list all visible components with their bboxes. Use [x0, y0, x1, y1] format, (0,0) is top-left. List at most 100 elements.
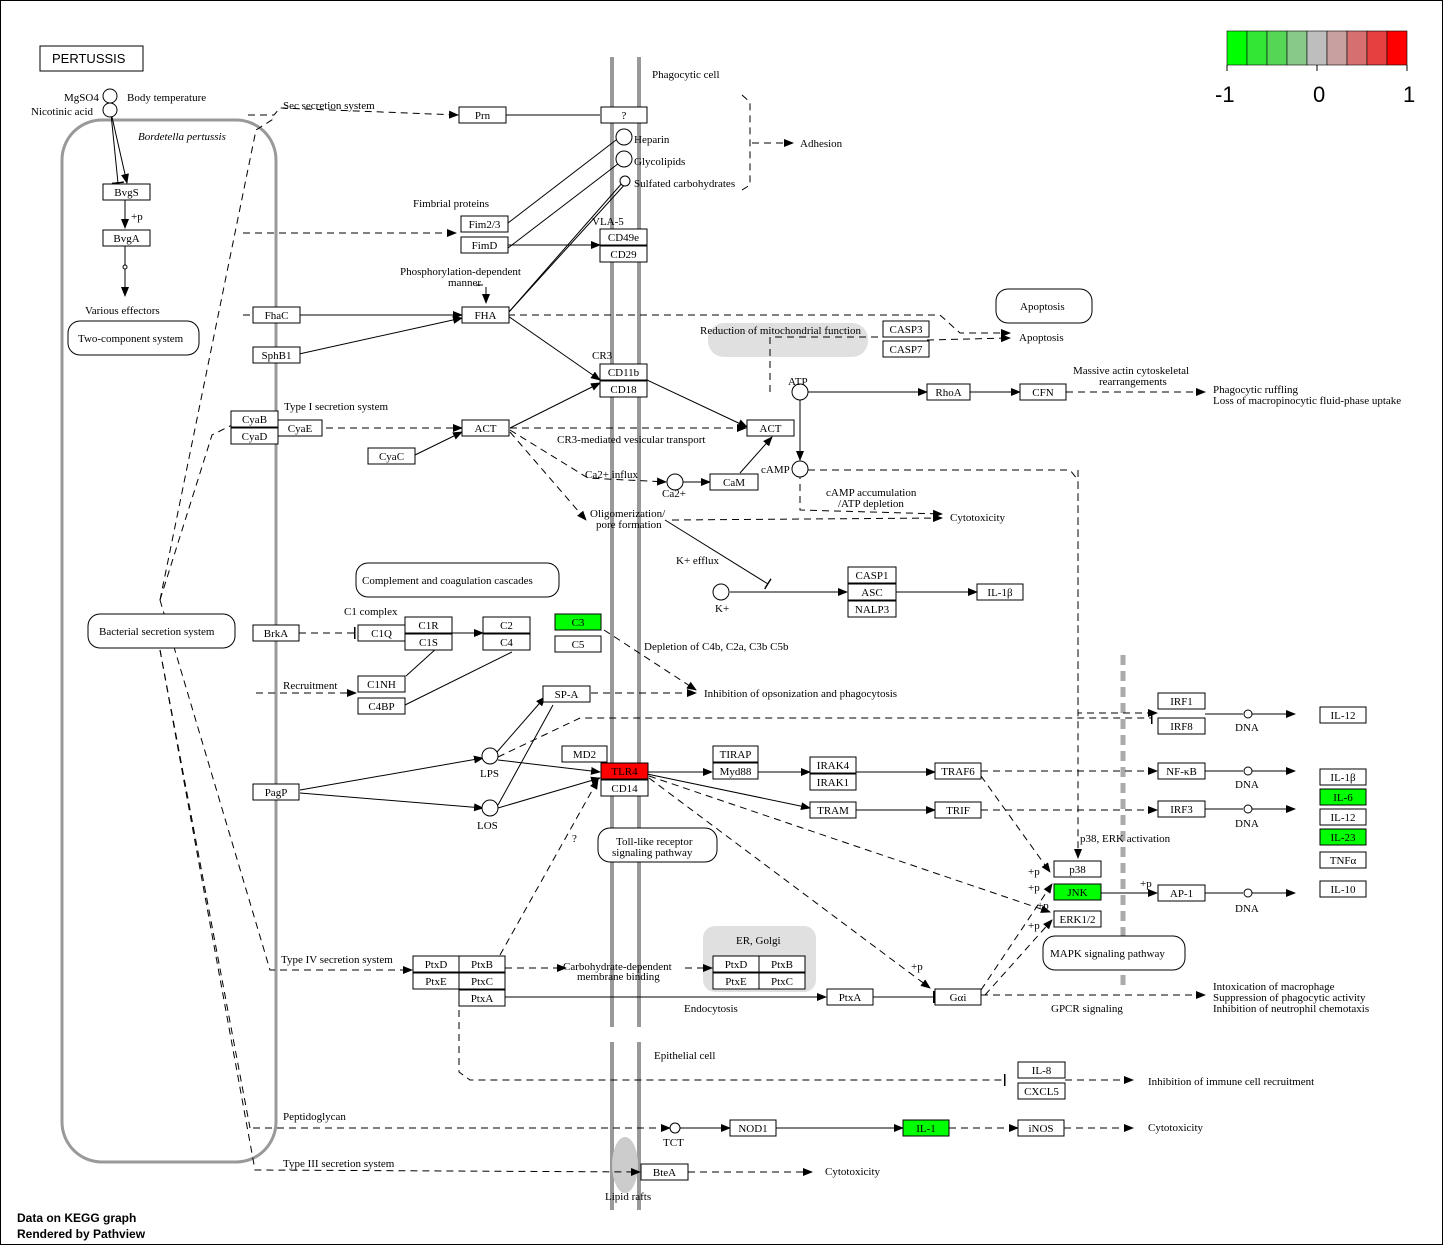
gene-box-q[interactable] — [600, 106, 648, 124]
gene-c1nh[interactable]: C1NH — [357, 675, 406, 693]
gene-label-ap1[interactable]: AP-1 — [1170, 888, 1193, 900]
link-tlr-text-2[interactable]: signaling pathway — [612, 847, 693, 859]
gene-ptxa1[interactable]: PtxA — [458, 989, 506, 1007]
gene-box-il1b1[interactable] — [976, 583, 1024, 601]
gene-label-cyab[interactable]: CyaB — [242, 414, 267, 426]
gene-box-il23[interactable] — [1319, 828, 1367, 846]
gene-fim23[interactable]: Fim2/3 — [460, 215, 509, 233]
gene-c1q[interactable]: C1Q — [357, 624, 406, 642]
gene-box-asc[interactable] — [847, 583, 897, 601]
gene-label-tnfa[interactable]: TNFα — [1330, 855, 1357, 867]
gene-box-c5[interactable] — [554, 635, 602, 653]
gene-p38[interactable]: p38 — [1053, 860, 1102, 878]
gene-label-c4[interactable]: C4 — [500, 637, 513, 649]
gene-box-spa[interactable] — [542, 685, 591, 703]
link-complement-text[interactable]: Complement and coagulation cascades — [362, 575, 533, 587]
gene-ptxb1[interactable]: PtxB — [458, 955, 506, 973]
link-mapk-text[interactable]: MAPK signaling pathway — [1050, 948, 1165, 960]
gene-label-casp3[interactable]: CASP3 — [889, 324, 923, 336]
gene-irf1[interactable]: IRF1 — [1157, 692, 1206, 710]
gene-label-c1r[interactable]: C1R — [418, 620, 439, 632]
gene-cxcl5[interactable]: CXCL5 — [1017, 1082, 1066, 1100]
gene-il12b[interactable]: IL-12 — [1319, 808, 1367, 826]
gene-label-inos[interactable]: iNOS — [1028, 1123, 1053, 1135]
gene-box-casp7[interactable] — [882, 340, 930, 358]
gene-label-c1nh[interactable]: C1NH — [367, 679, 396, 691]
gene-label-il12a[interactable]: IL-12 — [1330, 710, 1355, 722]
gene-tnfa[interactable]: TNFα — [1319, 851, 1367, 869]
gene-label-erk[interactable]: ERK1/2 — [1059, 914, 1095, 926]
gene-label-il1[interactable]: IL-1 — [916, 1123, 936, 1135]
gene-cam[interactable]: CaM — [709, 473, 759, 491]
gene-cyad[interactable]: CyaD — [230, 427, 279, 445]
link-complement[interactable] — [355, 562, 560, 598]
gene-brka[interactable]: BrkA — [252, 624, 300, 642]
gene-traf6[interactable]: TRAF6 — [934, 762, 982, 780]
link-two-component[interactable] — [67, 320, 200, 356]
link-bacterial-secretion-text[interactable]: Bacterial secretion system — [99, 626, 215, 638]
gene-ap1[interactable]: AP-1 — [1157, 884, 1206, 902]
gene-label-btea[interactable]: BteA — [653, 1167, 676, 1179]
link-bacterial-secretion[interactable] — [87, 613, 236, 649]
gene-nod1[interactable]: NOD1 — [729, 1119, 777, 1137]
gene-box-il10[interactable] — [1319, 880, 1367, 898]
gene-label-nfkb[interactable]: NF-κB — [1166, 766, 1197, 778]
gene-label-casp1[interactable]: CASP1 — [855, 570, 888, 582]
gene-box-cd14[interactable] — [600, 779, 649, 797]
gene-label-p38[interactable]: p38 — [1069, 864, 1086, 876]
gene-label-irf8[interactable]: IRF8 — [1170, 721, 1193, 733]
gene-box-trif[interactable] — [934, 801, 982, 819]
gene-label-il6[interactable]: IL-6 — [1333, 792, 1353, 804]
gene-box-ptxa2[interactable] — [826, 988, 874, 1006]
gene-il1b1[interactable]: IL-1β — [976, 583, 1024, 601]
gene-box-fimd[interactable] — [460, 236, 509, 254]
gene-box-irf1[interactable] — [1157, 692, 1206, 710]
gene-label-gai[interactable]: Gαi — [950, 992, 967, 1004]
gene-btea[interactable]: BteA — [640, 1163, 689, 1181]
gene-label-c3[interactable]: C3 — [572, 617, 585, 629]
gene-box-tirap[interactable] — [712, 745, 759, 763]
gene-label-c1q[interactable]: C1Q — [371, 628, 392, 640]
gene-label-cd14[interactable]: CD14 — [611, 783, 638, 795]
gene-label-cyad[interactable]: CyaD — [242, 431, 268, 443]
gene-q[interactable]: ? — [600, 106, 648, 124]
gene-box-c2[interactable] — [482, 616, 531, 634]
gene-label-jnk[interactable]: JNK — [1067, 887, 1087, 899]
gene-cd14[interactable]: CD14 — [600, 779, 649, 797]
gene-box-bvgs[interactable] — [102, 183, 151, 201]
gene-box-il1[interactable] — [902, 1119, 950, 1137]
gene-box-cd29[interactable] — [599, 245, 648, 263]
gene-label-c2[interactable]: C2 — [500, 620, 513, 632]
gene-box-nalp3[interactable] — [847, 600, 897, 618]
gene-box-gai[interactable] — [934, 988, 982, 1006]
gene-label-fim23[interactable]: Fim2/3 — [469, 219, 501, 231]
gene-box-myd88[interactable] — [712, 762, 759, 780]
gene-irak1[interactable]: IRAK1 — [809, 773, 857, 791]
gene-c1r[interactable]: C1R — [404, 616, 453, 634]
gene-box-fim23[interactable] — [460, 215, 509, 233]
gene-trif[interactable]: TRIF — [934, 801, 982, 819]
gene-nfkb[interactable]: NF-κB — [1157, 762, 1206, 780]
gene-label-il8[interactable]: IL-8 — [1032, 1065, 1052, 1077]
gene-label-nalp3[interactable]: NALP3 — [855, 604, 890, 616]
gene-cyae[interactable]: CyaE — [277, 419, 323, 437]
gene-act1[interactable]: ACT — [461, 419, 510, 437]
gene-label-tirap[interactable]: TIRAP — [720, 749, 752, 761]
gene-label-cd11b[interactable]: CD11b — [608, 367, 640, 379]
gene-box-c1s[interactable] — [404, 633, 453, 651]
gene-label-fimd[interactable]: FimD — [472, 240, 498, 252]
gene-label-act2[interactable]: ACT — [760, 423, 782, 435]
gene-box-prn[interactable] — [458, 106, 507, 124]
gene-casp1[interactable]: CASP1 — [847, 566, 897, 584]
gene-box-fhac[interactable] — [252, 306, 301, 324]
gene-il23[interactable]: IL-23 — [1319, 828, 1367, 846]
gene-label-ptxa1[interactable]: PtxA — [471, 993, 494, 1005]
gene-box-nfkb[interactable] — [1157, 762, 1206, 780]
gene-rhoa[interactable]: RhoA — [926, 383, 971, 401]
gene-label-act1[interactable]: ACT — [475, 423, 497, 435]
gene-inos[interactable]: iNOS — [1017, 1119, 1065, 1137]
gene-il10[interactable]: IL-10 — [1319, 880, 1367, 898]
gene-cd29[interactable]: CD29 — [599, 245, 648, 263]
gene-box-jnk[interactable] — [1053, 883, 1102, 901]
gene-tram[interactable]: TRAM — [809, 801, 857, 819]
